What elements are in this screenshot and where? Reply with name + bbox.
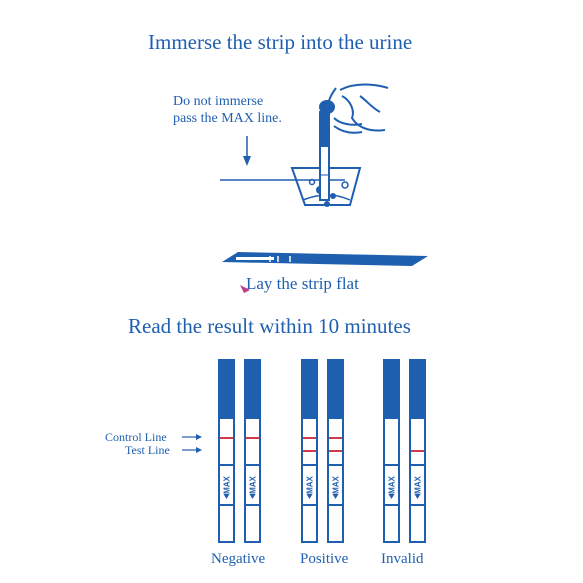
result-strip-invalid-2: MAX <box>409 359 426 543</box>
result-strip-negative-1: MAX <box>218 359 235 543</box>
test-line-arrow-icon <box>182 447 202 453</box>
max-label: MAX <box>388 475 397 493</box>
strip-handle <box>245 360 260 418</box>
group-label-negative: Negative <box>211 551 266 567</box>
flat-strip-icon <box>222 252 428 266</box>
control-line-label: Control Line <box>105 430 167 444</box>
strip-handle <box>219 360 234 418</box>
max-label: MAX <box>306 475 315 493</box>
result-strip-negative-2: MAX <box>244 359 261 543</box>
warning-line-2: pass the MAX line. <box>173 111 282 126</box>
test-line-label: Test Line <box>125 443 170 457</box>
pointer-mark-icon <box>240 285 250 293</box>
max-label: MAX <box>332 475 341 493</box>
down-arrow-icon <box>243 136 251 166</box>
strip-handle <box>328 360 343 418</box>
step3-title: Read the result within 10 minutes <box>128 314 411 338</box>
max-label: MAX <box>414 475 423 493</box>
max-arrow-icon <box>223 494 230 499</box>
max-arrow-icon <box>249 494 256 499</box>
result-strip-invalid-1: MAX <box>383 359 400 543</box>
hand-icon <box>319 83 389 134</box>
max-arrow-icon <box>388 494 395 499</box>
result-strip-positive-2: MAX <box>327 359 344 543</box>
max-label: MAX <box>249 475 258 493</box>
strip-handle <box>302 360 317 418</box>
control-line-arrow-icon <box>182 434 202 440</box>
group-label-invalid: Invalid <box>381 551 424 567</box>
lay-flat-caption: Lay the strip flat <box>246 274 359 293</box>
max-arrow-icon <box>332 494 339 499</box>
warning-line-1: Do not immerse <box>173 94 264 109</box>
step1-title: Immerse the strip into the urine <box>148 30 413 54</box>
result-strip-positive-1: MAX <box>301 359 318 543</box>
max-arrow-icon <box>414 494 421 499</box>
max-label: MAX <box>223 475 232 493</box>
max-arrow-icon <box>306 494 313 499</box>
strip-handle <box>384 360 399 418</box>
strip-handle <box>410 360 425 418</box>
group-label-positive: Positive <box>300 551 349 567</box>
